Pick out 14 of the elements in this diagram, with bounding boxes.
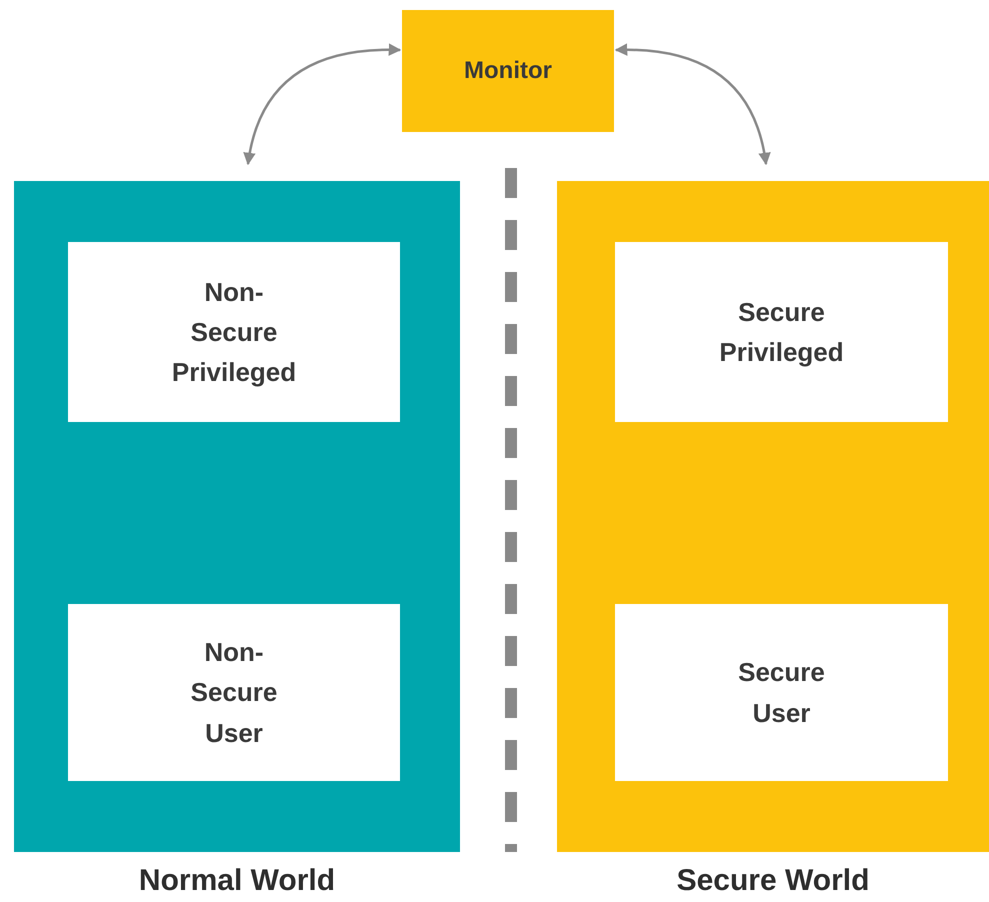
mode-box	[68, 242, 400, 422]
mode-box	[615, 604, 948, 781]
box-label: Non-Secure User	[190, 636, 278, 750]
mode-box	[68, 604, 400, 781]
panel-heading: Normal World	[138, 864, 336, 898]
box-label: Non-Secure Privileged	[172, 276, 296, 390]
panel-heading: Secure World	[676, 864, 870, 898]
box-label: Secure User	[738, 656, 825, 730]
curved-arrow	[614, 44, 770, 166]
monitor-box	[402, 10, 614, 132]
curved-arrow	[244, 44, 402, 166]
mode-box	[615, 242, 948, 422]
box-label: Secure Privileged	[719, 296, 844, 369]
box-label: Monitor	[464, 56, 552, 86]
